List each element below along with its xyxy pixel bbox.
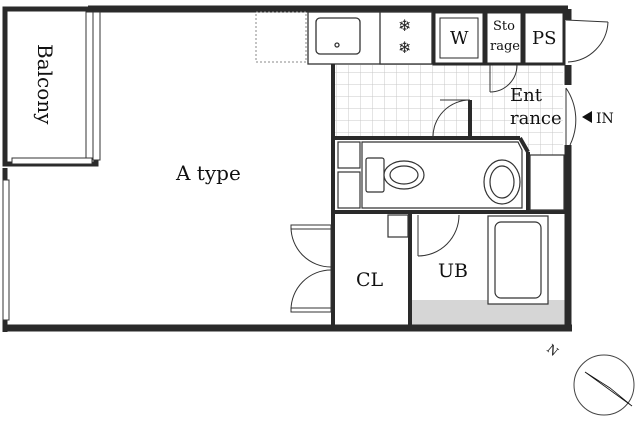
room-label-storage-2: rage	[490, 39, 520, 54]
triangle-left-icon	[582, 111, 592, 123]
room-label-storage-1: Sto	[493, 19, 515, 34]
room-label-washer: W	[450, 28, 469, 49]
interior-walls	[331, 64, 568, 328]
kitchen-vent-box	[255, 11, 307, 63]
left-window	[2, 179, 10, 321]
room-label-main: A type	[175, 161, 241, 185]
kitchen-counter	[307, 11, 433, 65]
utility-boxes	[432, 10, 566, 66]
svg-text:❄: ❄	[398, 16, 411, 35]
entry-label: IN	[596, 111, 614, 127]
bath-door	[417, 214, 460, 257]
svg-text:❄: ❄	[398, 38, 411, 57]
compass: N	[544, 342, 635, 416]
room-label-entrance-2: rance	[510, 108, 562, 129]
outer-walls	[2, 5, 572, 332]
toilet-tank	[365, 157, 385, 193]
stove	[379, 11, 433, 65]
bathtub	[487, 215, 549, 305]
storage-door	[489, 64, 518, 93]
room-label-ps: PS	[532, 28, 556, 49]
room-label-entrance-1: Ent	[510, 85, 543, 106]
front-door	[565, 87, 577, 146]
room-label-unit-bath: UB	[438, 260, 468, 282]
entrance-door	[432, 99, 471, 139]
shoe-cabinet	[529, 154, 565, 211]
sink	[315, 17, 361, 55]
closet-shelf-box	[387, 214, 409, 238]
closet-door	[290, 224, 332, 313]
entrance-tile-floor	[333, 65, 563, 138]
toilet-room	[337, 141, 523, 209]
ps-door	[565, 19, 609, 63]
compass-north-label: N	[544, 342, 561, 359]
stove-burner-icon: ❄ ❄	[398, 16, 411, 57]
room-label-balcony: Balcony	[33, 44, 57, 125]
balcony-window	[11, 11, 101, 165]
room-label-closet: CL	[356, 269, 384, 291]
entrance-tile-strip	[527, 138, 563, 155]
